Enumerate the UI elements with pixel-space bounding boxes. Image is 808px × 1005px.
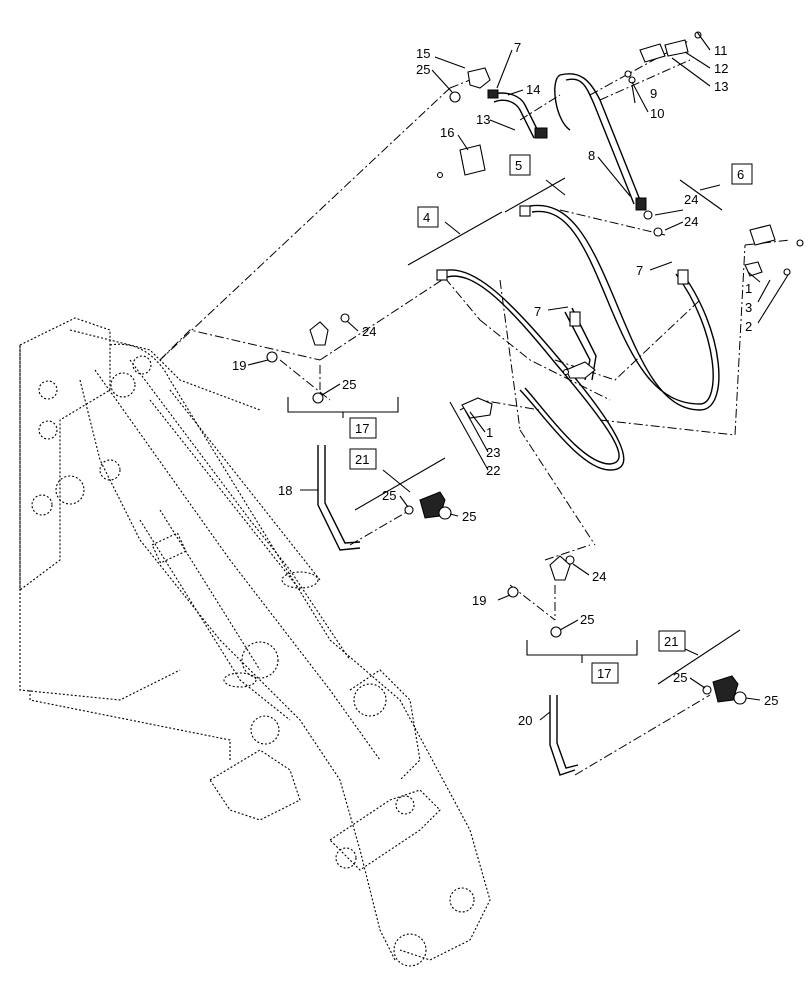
callout-24b: 24 xyxy=(684,214,698,229)
callout-14: 14 xyxy=(526,82,540,97)
callout-3: 3 xyxy=(745,300,752,315)
callout-24c: 24 xyxy=(362,324,376,339)
callout-24d: 24 xyxy=(592,569,606,584)
callout-25b: 25 xyxy=(342,377,356,392)
callout-19: 18 xyxy=(278,483,292,498)
callout-7: 7 xyxy=(514,40,521,55)
callout-25e: 25 xyxy=(580,612,594,627)
callout-labels: 15 25 7 14 13 16 8 9 10 11 12 13 24 24 7… xyxy=(232,40,778,728)
callout-11: 11 xyxy=(714,43,728,58)
callout-20: 20 xyxy=(518,713,532,728)
callout-13b: 13 xyxy=(714,79,728,94)
callout-25d: 25 xyxy=(462,509,476,524)
callout-25g: 25 xyxy=(764,693,778,708)
callout-7b: 7 xyxy=(636,263,643,278)
hoses xyxy=(317,73,720,776)
callout-18: 19 xyxy=(232,358,246,373)
callout-25f: 25 xyxy=(673,670,687,685)
boxed-callout-21: 21 xyxy=(355,452,369,467)
boxed-callout-17b: 17 xyxy=(597,666,611,681)
callout-15: 15 xyxy=(416,46,430,61)
loader-arm-assembly xyxy=(19,317,491,967)
boxed-callouts: 4 5 6 17 21 17 21 xyxy=(349,154,753,684)
callout-1b: 1 xyxy=(486,425,493,440)
boxed-callout-21b: 21 xyxy=(664,634,678,649)
callout-25c: 25 xyxy=(382,488,396,503)
callout-7c: 7 xyxy=(534,304,541,319)
callout-1: 1 xyxy=(745,281,752,296)
callout-23: 23 xyxy=(486,445,500,460)
callout-13: 13 xyxy=(476,112,490,127)
callout-10: 10 xyxy=(650,106,664,121)
boxed-callout-4: 4 xyxy=(423,210,430,225)
boxed-callout-5: 5 xyxy=(515,158,522,173)
leader-lines xyxy=(159,39,791,776)
callout-22: 22 xyxy=(486,463,500,478)
callout-18b: 19 xyxy=(472,593,486,608)
boxed-callout-17: 17 xyxy=(355,421,369,436)
callout-8: 8 xyxy=(588,148,595,163)
callout-12: 12 xyxy=(714,61,728,76)
callout-24a: 24 xyxy=(684,192,698,207)
boxed-callout-6: 6 xyxy=(737,167,744,182)
fittings-and-parts xyxy=(266,31,804,705)
callout-2: 2 xyxy=(745,319,752,334)
callout-9: 9 xyxy=(650,86,657,101)
callout-16: 16 xyxy=(440,125,454,140)
label-leaders xyxy=(247,31,789,721)
callout-25: 25 xyxy=(416,62,430,77)
